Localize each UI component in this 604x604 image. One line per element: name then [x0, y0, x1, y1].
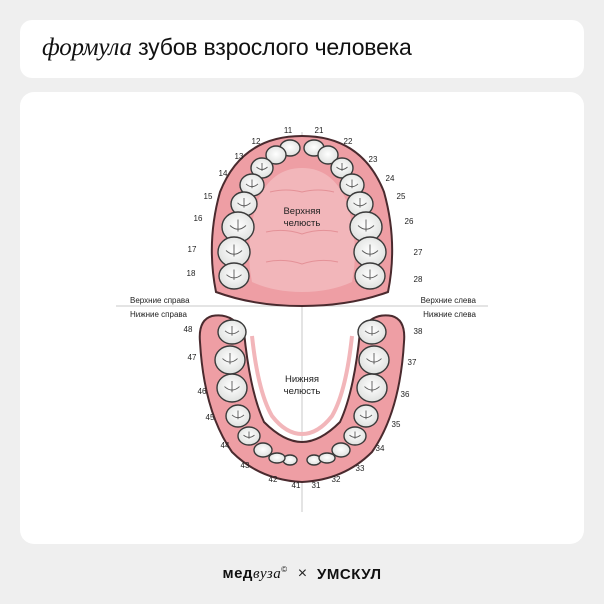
title-rest: зубов взрослого человека	[138, 34, 412, 60]
tooth-number: 48	[184, 325, 193, 334]
quadrant-upper-left-label: Верхние слева	[421, 296, 477, 305]
tooth-48	[217, 319, 247, 345]
title-script-word: формула	[42, 34, 132, 61]
tooth-12	[265, 145, 287, 165]
medvuza-logo: медвуза©	[222, 565, 288, 582]
tooth-number: 35	[392, 420, 401, 429]
tooth-number: 26	[405, 217, 414, 226]
tooth-number: 23	[369, 155, 378, 164]
tooth-number: 33	[356, 464, 365, 473]
tooth-32	[318, 452, 336, 464]
tooth-37	[358, 345, 390, 375]
tooth-number: 14	[219, 169, 228, 178]
tooth-16	[221, 211, 255, 243]
tooth-number: 45	[206, 413, 215, 422]
tooth-number: 36	[401, 390, 410, 399]
tooth-number: 42	[269, 475, 278, 484]
tooth-number: 13	[235, 152, 244, 161]
tooth-number: 21	[315, 126, 324, 135]
tooth-number: 31	[312, 481, 321, 490]
quadrant-lower-left-label: Нижние слева	[423, 310, 476, 319]
tooth-number: 44	[221, 441, 230, 450]
tooth-number: 27	[414, 248, 423, 257]
tooth-18	[218, 262, 250, 290]
quadrant-lower-right-label: Нижние справа	[130, 310, 188, 319]
lower-jaw-label-line2: челюсть	[284, 386, 321, 397]
palate-ridge	[269, 189, 335, 193]
tooth-38	[357, 319, 387, 345]
tooth-44	[237, 426, 261, 446]
tooth-43	[253, 442, 273, 458]
tooth-number: 18	[187, 269, 196, 278]
tooth-13	[250, 157, 274, 179]
page-title: формула зубов взрослого человека	[42, 34, 412, 62]
tooth-number: 34	[376, 444, 385, 453]
footer: медвуза© × УМСКУЛ	[0, 556, 604, 592]
tooth-42	[268, 452, 286, 464]
tooth-number: 38	[414, 327, 423, 336]
tooth-22	[317, 145, 339, 165]
teeth-layer	[214, 139, 390, 466]
title-card: формула зубов взрослого человека	[20, 20, 584, 78]
tooth-number: 32	[332, 475, 341, 484]
tooth-number: 46	[198, 387, 207, 396]
upper-jaw-label-line1: Верхняя	[283, 206, 320, 217]
tooth-47	[214, 345, 246, 375]
umskul-logo: УМСКУЛ	[317, 565, 382, 583]
tooth-number: 43	[241, 461, 250, 470]
tooth-number: 41	[292, 481, 301, 490]
upper-jaw-label-line2: челюсть	[284, 218, 321, 229]
tooth-number: 17	[188, 245, 197, 254]
palate-ridge	[265, 259, 339, 265]
tooth-number: 16	[194, 214, 203, 223]
tooth-35	[353, 404, 379, 428]
tooth-36	[356, 373, 388, 403]
tooth-number: 25	[397, 192, 406, 201]
tooth-14	[239, 173, 265, 197]
quadrant-upper-right-label: Верхние справа	[130, 296, 190, 305]
tooth-number: 11	[284, 126, 293, 135]
tooth-number: 47	[188, 353, 197, 362]
palate-ridge	[265, 229, 339, 235]
collab-times-sign: ×	[297, 565, 308, 582]
tooth-number: 37	[408, 358, 417, 367]
tooth-34	[343, 426, 367, 446]
tooth-46	[216, 373, 248, 403]
tooth-number: 12	[252, 137, 261, 146]
tooth-number: 15	[204, 192, 213, 201]
tooth-45	[225, 404, 251, 428]
tooth-28	[354, 262, 386, 290]
tooth-number: 24	[386, 174, 395, 183]
tooth-number: 28	[414, 275, 423, 284]
tooth-33	[331, 442, 351, 458]
tooth-number: 22	[344, 137, 353, 146]
lower-jaw-label-line1: Нижняя	[285, 374, 319, 385]
lower-inner-pink	[250, 335, 354, 437]
